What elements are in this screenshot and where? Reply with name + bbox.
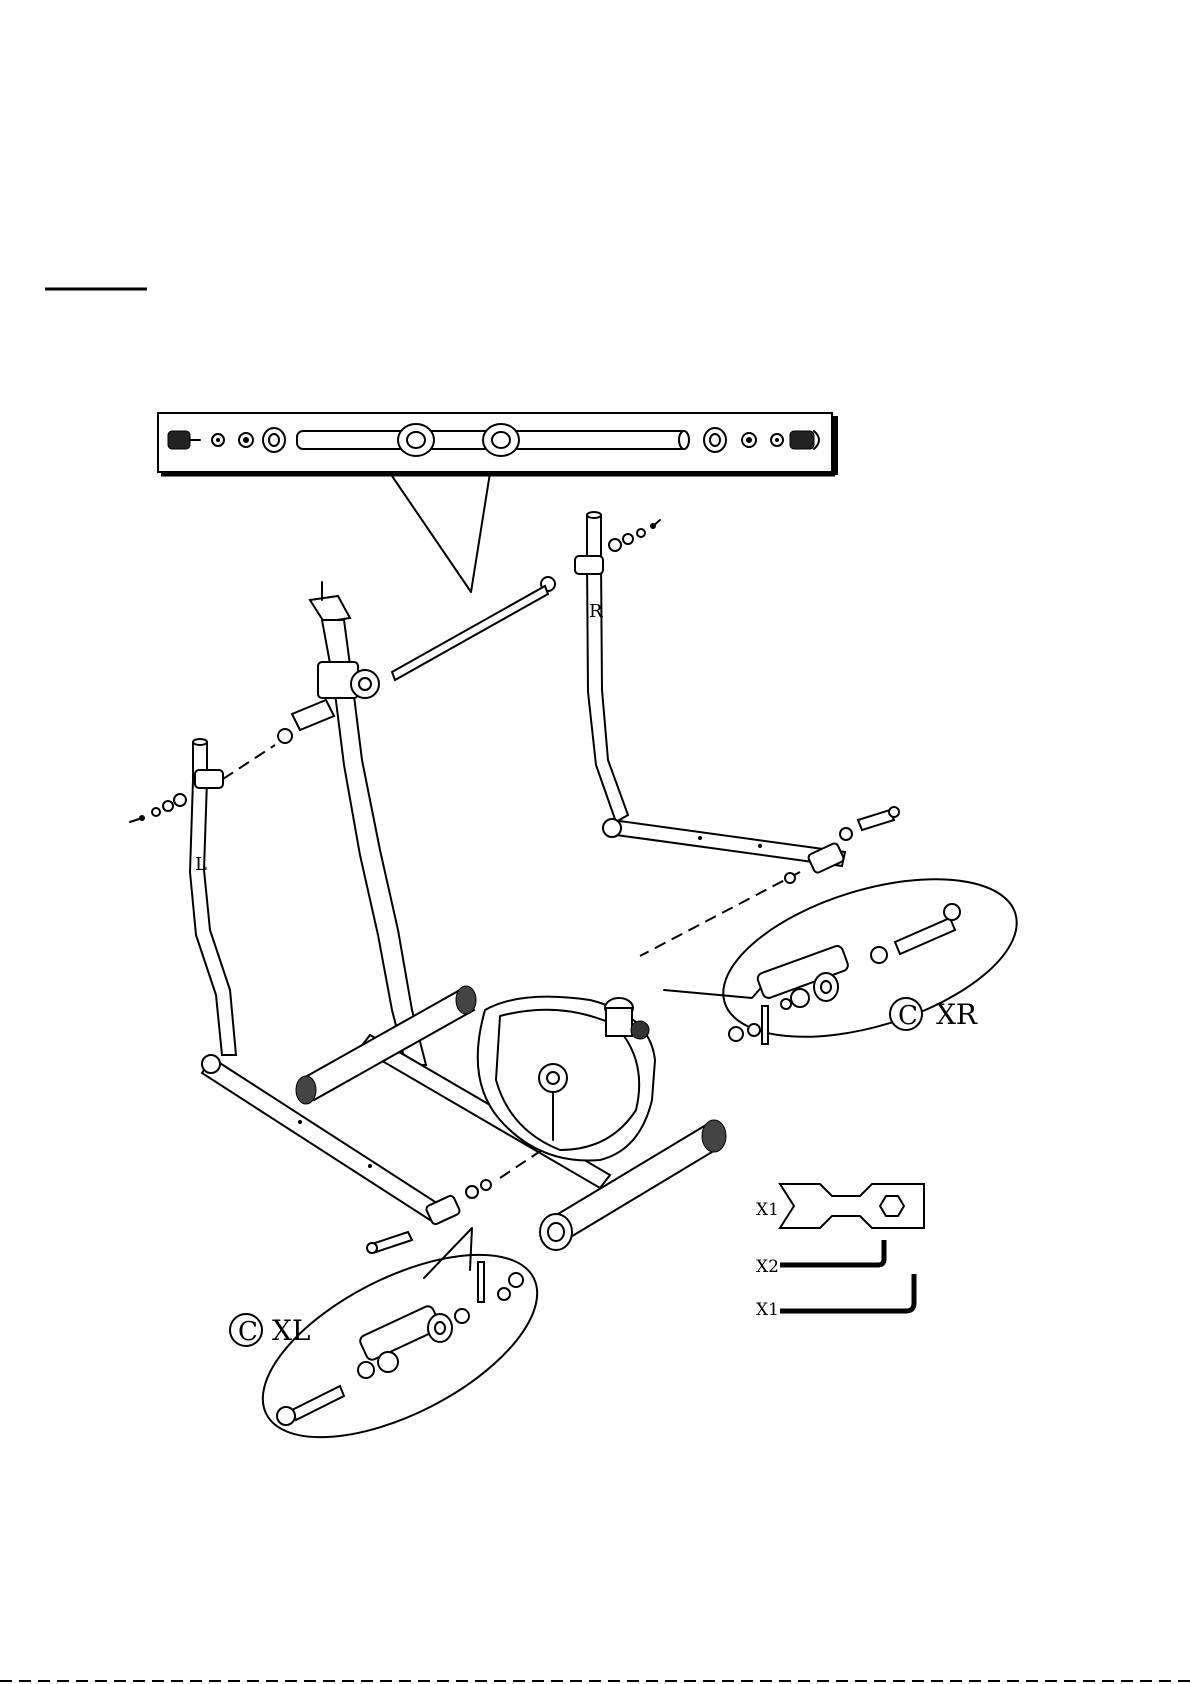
tools-list: X1 X2 X1 <box>756 1184 924 1320</box>
left-side-label: L <box>195 854 207 875</box>
left-pivot-hardware <box>130 700 334 822</box>
callout-xl-label: XL <box>272 1314 311 1347</box>
callout-xl-detail: C XL <box>230 1217 565 1474</box>
flywheel-housing <box>478 997 655 1161</box>
tool-wrench-qty: X1 <box>756 1200 779 1220</box>
right-side-label: R <box>589 601 603 622</box>
right-pivot-hardware <box>392 520 899 956</box>
callout-xr-detail: C XR <box>664 849 1035 1068</box>
callout-xl-letter: C <box>238 1317 258 1347</box>
large-hex-key-icon <box>780 1274 914 1311</box>
callout-xr-letter: C <box>898 1001 918 1031</box>
main-frame <box>296 582 726 1250</box>
tool-small-hex-key-qty: X2 <box>756 1257 779 1277</box>
callout-xr-label: XR <box>936 998 978 1031</box>
tool-large-hex-key-qty: X1 <box>756 1300 779 1320</box>
left-handlebar <box>190 739 461 1225</box>
axle-detail-box <box>158 413 835 592</box>
small-hex-key-icon <box>780 1240 884 1265</box>
right-handlebar <box>575 512 845 874</box>
